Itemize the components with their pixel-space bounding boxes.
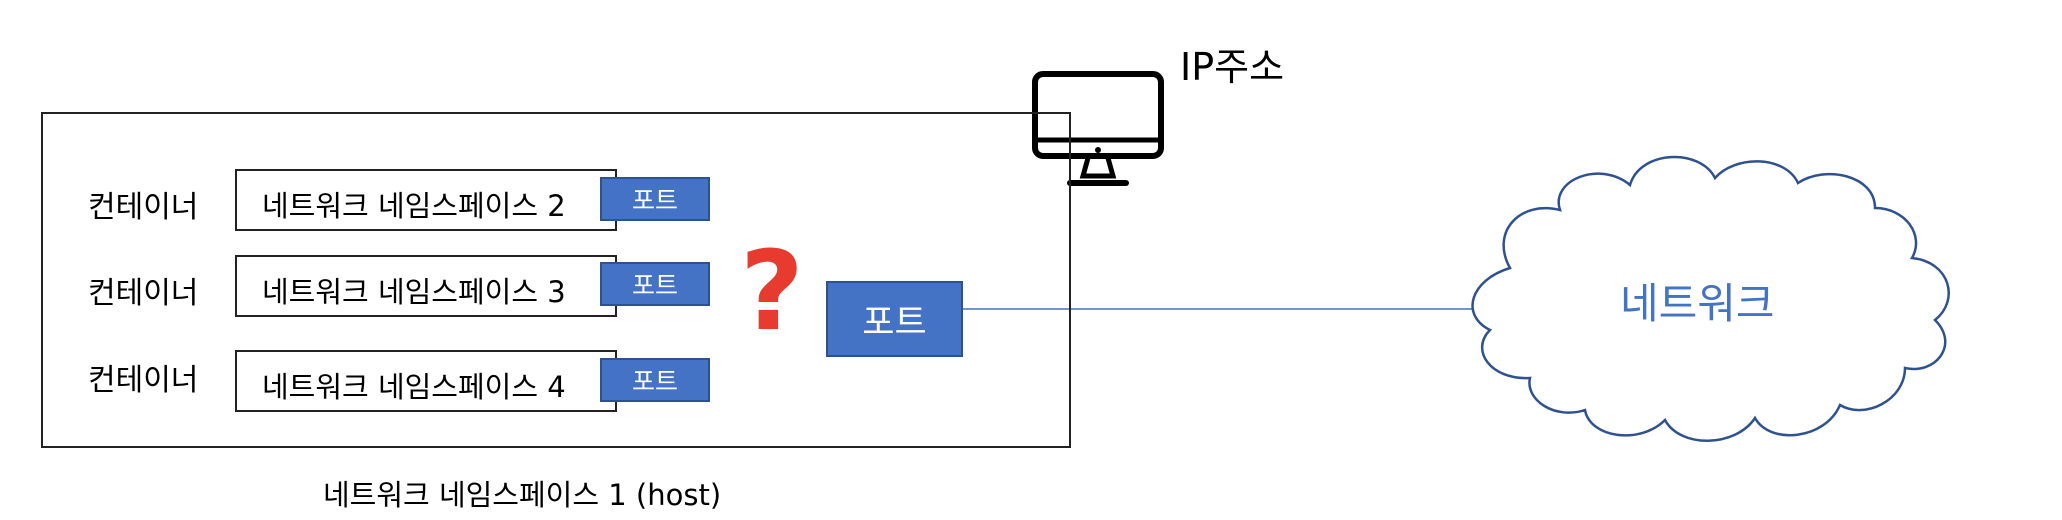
- monitor-icon: [1032, 71, 1164, 186]
- ip-address-label: IP주소: [1180, 45, 1285, 89]
- host-port: 포트: [826, 281, 963, 357]
- namespace-label: 네트워크 네임스페이스 3: [262, 275, 566, 309]
- question-mark: ?: [740, 227, 804, 355]
- container-label: 컨테이너: [88, 363, 199, 398]
- network-cloud: [1471, 155, 1950, 442]
- namespace-box: [235, 169, 617, 231]
- network-cloud-label: 네트워크: [1620, 279, 1775, 328]
- namespace-label: 네트워크 네임스페이스 4: [262, 370, 566, 404]
- container-port: 포트: [600, 358, 710, 402]
- container-label: 컨테이너: [88, 190, 199, 225]
- container-label: 컨테이너: [88, 276, 199, 311]
- host-namespace-box: [41, 112, 1071, 448]
- container-port: 포트: [600, 262, 710, 306]
- container-port: 포트: [600, 177, 710, 221]
- cloud-shape: [1471, 155, 1950, 442]
- namespace-box: [235, 255, 617, 317]
- namespace-box: [235, 350, 617, 412]
- host-namespace-label: 네트워크 네임스페이스 1 (host): [323, 478, 722, 512]
- namespace-label: 네트워크 네임스페이스 2: [262, 189, 566, 223]
